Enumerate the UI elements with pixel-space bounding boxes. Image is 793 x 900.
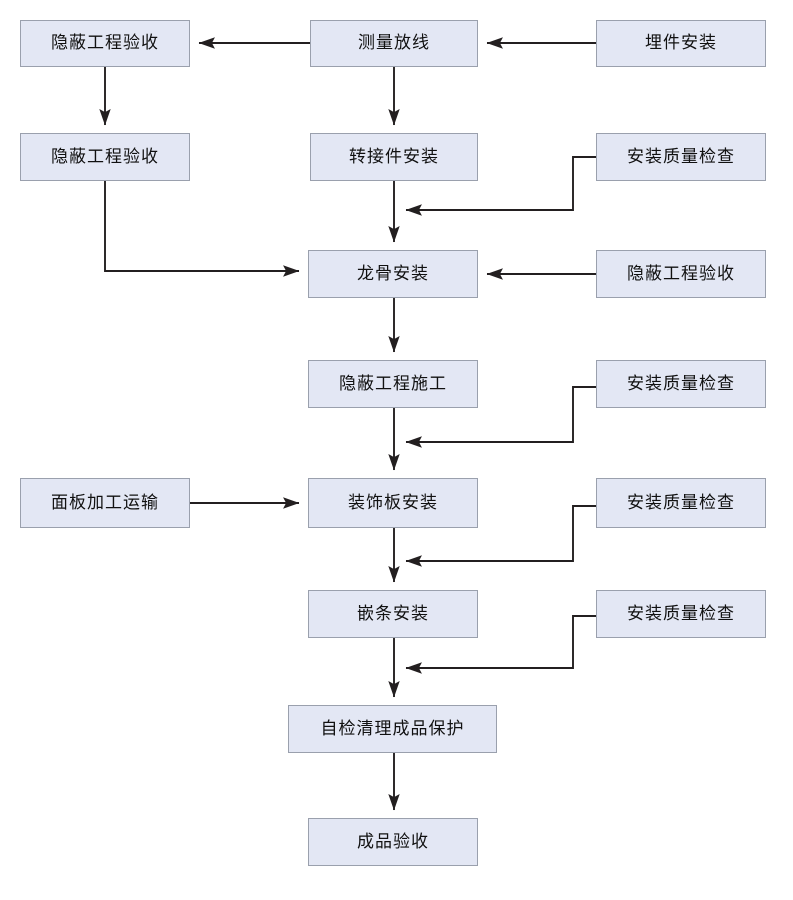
flow-node-label: 埋件安装 [645,33,717,53]
flow-node-label: 隐蔽工程验收 [51,33,159,53]
flow-node-n10[interactable]: 安装质量检查 [596,360,766,408]
flow-node-label: 隐蔽工程验收 [51,146,159,167]
flow-node-n17[interactable]: 成品验收 [308,818,478,866]
flow-node-label: 测量放线 [358,33,430,53]
flow-node-n9[interactable]: 隐蔽工程施工 [308,360,478,408]
flow-node-label: 安装质量检查 [627,373,735,394]
flow-node-n4[interactable]: 隐蔽工程验收 [20,133,190,181]
flow-node-n7[interactable]: 龙骨安装 [308,250,478,298]
flow-node-label: 装饰板安装 [348,492,438,513]
flow-node-n2[interactable]: 测量放线 [310,20,478,67]
flow-node-label: 成品验收 [357,831,429,852]
flow-node-n1[interactable]: 隐蔽工程验收 [20,20,190,67]
flow-node-n14[interactable]: 嵌条安装 [308,590,478,638]
flow-node-label: 面板加工运输 [51,492,159,513]
flow-node-label: 嵌条安装 [357,603,429,624]
flow-node-n12[interactable]: 装饰板安装 [308,478,478,528]
flow-node-label: 安装质量检查 [627,603,735,624]
flow-node-label: 隐蔽工程施工 [339,373,447,394]
flow-node-n11[interactable]: 面板加工运输 [20,478,190,528]
flow-node-label: 安装质量检查 [627,492,735,513]
flow-node-n3[interactable]: 埋件安装 [596,20,766,67]
flow-node-n13[interactable]: 安装质量检查 [596,478,766,528]
flow-node-label: 安装质量检查 [627,146,735,167]
flow-node-label: 隐蔽工程验收 [627,263,735,284]
flow-node-n15[interactable]: 安装质量检查 [596,590,766,638]
flow-node-n16[interactable]: 自检清理成品保护 [288,705,497,753]
flow-node-n8[interactable]: 隐蔽工程验收 [596,250,766,298]
flow-node-n5[interactable]: 转接件安装 [310,133,478,181]
flow-node-label: 自检清理成品保护 [320,718,465,739]
flow-node-label: 龙骨安装 [357,263,429,284]
flow-node-label: 转接件安装 [349,146,439,167]
flow-node-n6[interactable]: 安装质量检查 [596,133,766,181]
flow-connector-c8 [104,181,300,277]
